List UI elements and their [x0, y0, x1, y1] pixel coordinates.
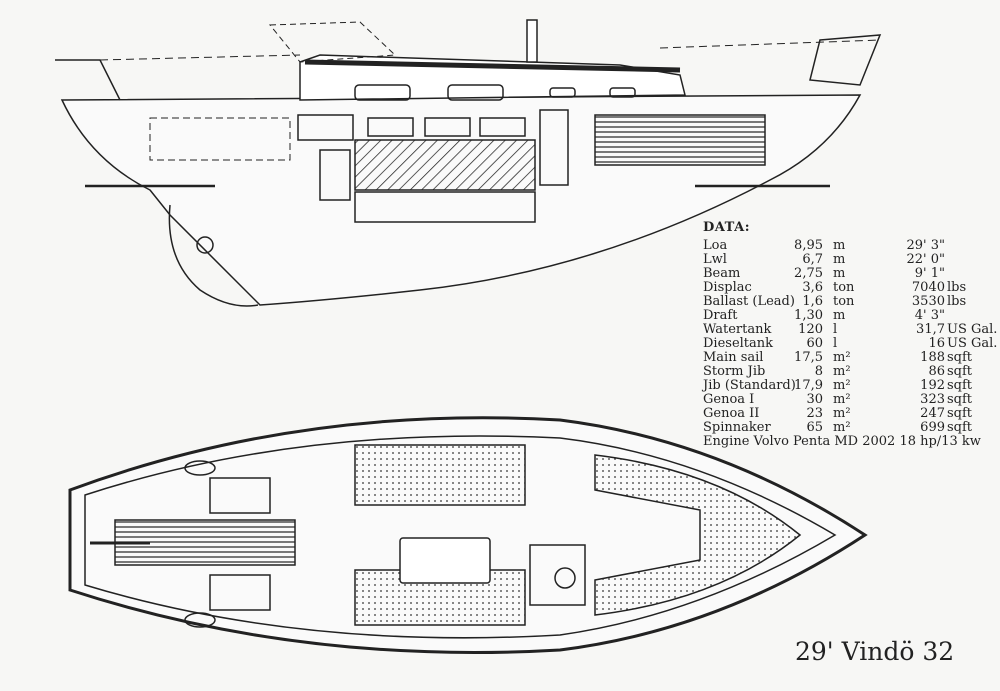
imperial-value: 188	[920, 350, 945, 365]
metric-value: 120	[798, 322, 823, 337]
metric-value: 3,6	[802, 280, 823, 295]
spec-label: Spinnaker	[703, 420, 771, 435]
imperial-value: 699	[920, 420, 945, 435]
spec-row: Loa 8,95 m 29' 3"	[703, 239, 993, 253]
spec-label: Dieseltank	[703, 336, 774, 351]
spec-label: Main sail	[703, 350, 764, 365]
spec-label: Watertank	[703, 322, 772, 337]
metric-value: 30	[806, 392, 823, 407]
spec-label: Ballast (Lead)	[703, 294, 795, 309]
imperial-value: 247	[920, 406, 945, 421]
imperial-unit: sqft	[947, 420, 973, 435]
metric-unit: m	[833, 308, 846, 323]
spec-row: Draft 1,30 m 4' 3"	[703, 309, 993, 323]
metric-value: 2,75	[794, 266, 823, 281]
imperial-value: 22' 0"	[906, 252, 946, 267]
spec-row: Beam 2,75 m 9' 1"	[703, 267, 993, 281]
spec-label: Beam	[703, 266, 741, 281]
imperial-value: 86	[928, 364, 945, 379]
imperial-value: 31,7	[916, 322, 945, 337]
spec-label: Lwl	[703, 252, 727, 267]
imperial-unit: sqft	[947, 378, 973, 393]
metric-value: 17,9	[794, 378, 823, 393]
imperial-value: 7040	[911, 280, 945, 295]
metric-value: 1,30	[794, 308, 823, 323]
spec-row: Lwl 6,7 m 22' 0"	[703, 253, 993, 267]
metric-unit: m²	[833, 392, 851, 407]
engine-spec: Engine Volvo Penta MD 2002 18 hp/13 kw	[703, 434, 981, 449]
spec-label: Genoa I	[703, 392, 755, 407]
metric-unit: m²	[833, 350, 851, 365]
metric-value: 6,7	[802, 252, 823, 267]
imperial-value: 192	[920, 378, 945, 393]
side-profile-drawing	[55, 19, 882, 307]
metric-unit: m	[833, 252, 846, 267]
imperial-unit: lbs	[947, 280, 967, 295]
imperial-unit: US Gal.	[947, 336, 998, 351]
imperial-unit: lbs	[947, 294, 967, 309]
boat-title: 29' Vindö 32	[795, 637, 955, 666]
metric-unit: m²	[833, 420, 851, 435]
imperial-unit: sqft	[947, 350, 973, 365]
imperial-unit: sqft	[947, 364, 973, 379]
metric-unit: ton	[833, 280, 855, 295]
metric-unit: l	[833, 322, 838, 337]
imperial-unit: sqft	[947, 392, 973, 407]
metric-unit: l	[833, 336, 838, 351]
spec-label: Loa	[703, 238, 728, 253]
metric-unit: m²	[833, 378, 851, 393]
imperial-value: 4' 3"	[914, 308, 945, 323]
metric-unit: m	[833, 266, 846, 281]
specifications-table: DATA: Loa 8,95 m 29' 3" Lwl 6,7 m 22' 0" Beam 2,7…	[703, 220, 997, 449]
metric-value: 23	[806, 406, 823, 421]
imperial-value: 323	[920, 392, 945, 407]
metric-value: 17,5	[794, 350, 823, 365]
metric-unit: m	[833, 238, 846, 253]
specifications-heading: DATA:	[703, 220, 750, 235]
metric-value: 60	[806, 336, 823, 351]
metric-value: 65	[806, 420, 823, 435]
imperial-value: 9' 1"	[914, 266, 945, 281]
imperial-unit: sqft	[947, 406, 973, 421]
metric-value: 1,6	[802, 294, 823, 309]
spec-label: Storm Jib	[703, 364, 766, 379]
imperial-value: 16	[928, 336, 945, 351]
spec-label: Displac	[703, 280, 752, 295]
imperial-value: 3530	[911, 294, 945, 309]
metric-unit: m²	[833, 364, 851, 379]
metric-value: 8	[814, 364, 823, 379]
imperial-value: 29' 3"	[906, 238, 946, 253]
plan-view-drawing	[68, 416, 868, 654]
metric-value: 8,95	[794, 238, 823, 253]
metric-unit: m²	[833, 406, 851, 421]
spec-label: Jib (Standard)	[703, 378, 796, 393]
metric-unit: ton	[833, 294, 855, 309]
imperial-unit: US Gal.	[947, 322, 998, 337]
spec-label: Draft	[703, 308, 738, 323]
spec-label: Genoa II	[703, 406, 760, 421]
